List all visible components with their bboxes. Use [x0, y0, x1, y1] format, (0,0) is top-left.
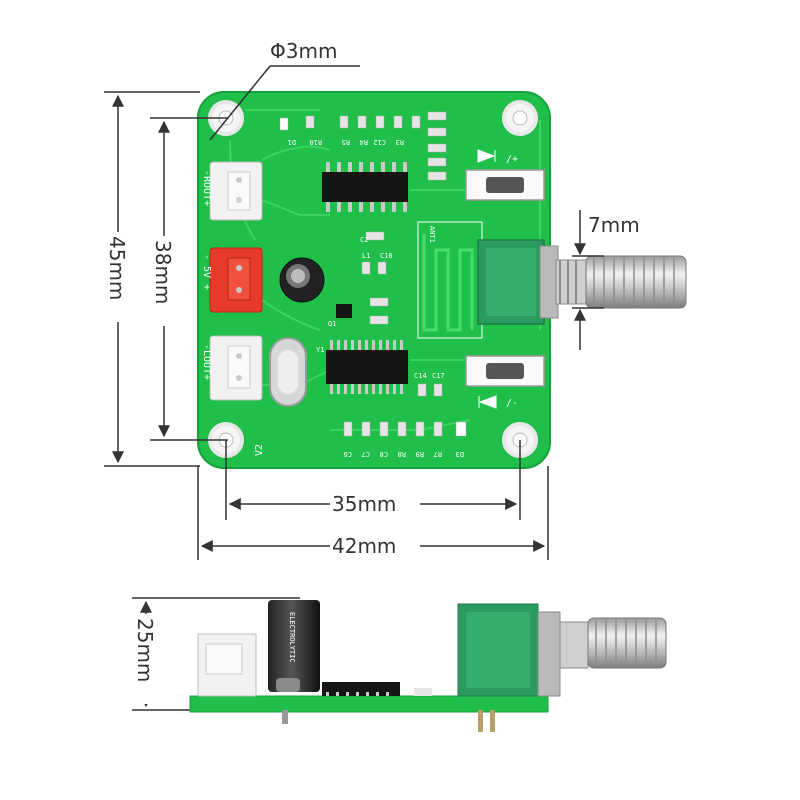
silk-label: C6 — [344, 450, 352, 458]
dim-outer-height: 45mm — [105, 236, 129, 300]
transistor — [336, 304, 352, 318]
ic-chip-bottom — [326, 340, 408, 394]
silk-label: C8 — [380, 450, 388, 458]
potentiometer — [477, 239, 687, 325]
label-power: - 5V + — [201, 254, 212, 290]
silk-label: C10 — [380, 252, 393, 260]
ic-chip-top — [322, 162, 408, 212]
lout-connector — [209, 335, 263, 401]
vol-up-button — [465, 169, 545, 201]
silk-label: C12 — [373, 138, 386, 146]
pcb-side-view: ELECTROLYTIC — [189, 600, 667, 732]
side-ic-chip — [322, 682, 400, 696]
silk-label: D3 — [456, 450, 464, 458]
crystal-oscillator — [269, 337, 307, 407]
vol-down-arrow-icon — [478, 395, 497, 409]
silk-label: Y1 — [316, 346, 324, 354]
silk-label: C14 — [414, 372, 427, 380]
top-silk-labels: D1 R10 R5 R4 C12 R3 — [288, 138, 404, 146]
electrolytic-capacitor — [279, 257, 325, 303]
vol-up-arrow-icon — [477, 149, 496, 163]
silk-label: R3 — [396, 138, 404, 146]
silk-label: C7 — [362, 450, 370, 458]
silk-label: R10 — [309, 138, 322, 146]
silk-label: C17 — [432, 372, 445, 380]
dim-hole-width: 35mm — [332, 492, 396, 516]
side-connector — [197, 633, 257, 697]
label-vol-down: /- — [506, 398, 518, 409]
power-connector — [209, 247, 263, 313]
label-rout: -ROUT+ — [201, 170, 212, 206]
label-lout: -LOUT+ — [201, 344, 212, 380]
dim-outer-width: 42mm — [332, 534, 396, 558]
dim-hole-diameter: Φ3mm — [270, 39, 337, 63]
bottom-silk-labels: C6 C7 C8 R8 R9 R7 D3 — [344, 450, 464, 458]
dim-side-height: 25mm — [133, 618, 157, 682]
silk-label: R4 — [360, 138, 368, 146]
silk-label: Q1 — [328, 320, 336, 328]
label-version: V2 — [254, 444, 265, 456]
silk-label: R8 — [398, 450, 406, 458]
svg-text:ELECTROLYTIC: ELECTROLYTIC — [288, 612, 296, 663]
rout-connector — [209, 161, 263, 221]
side-potentiometer — [457, 603, 667, 697]
silk-label: C2 — [360, 236, 368, 244]
silk-label: L1 — [362, 252, 370, 260]
label-vol-up: /+ — [506, 154, 518, 165]
side-capacitor: ELECTROLYTIC — [268, 600, 320, 692]
silk-label: R5 — [342, 138, 350, 146]
dim-hole-height: 38mm — [151, 240, 175, 304]
dim-knob-width: 7mm — [588, 213, 640, 237]
silk-label: R9 — [416, 450, 424, 458]
pcb-top-view: -ROUT+ - 5V + -LOUT+ V2 /+ /- ANT1 D1 R10… — [197, 91, 687, 469]
vol-down-button — [465, 355, 545, 387]
silk-label: D1 — [288, 138, 296, 146]
silk-label: R7 — [434, 450, 442, 458]
side-pcb-board — [189, 695, 549, 713]
antenna-trace — [422, 234, 474, 332]
smd-components — [279, 111, 467, 437]
label-ant: ANT1 — [428, 226, 436, 243]
